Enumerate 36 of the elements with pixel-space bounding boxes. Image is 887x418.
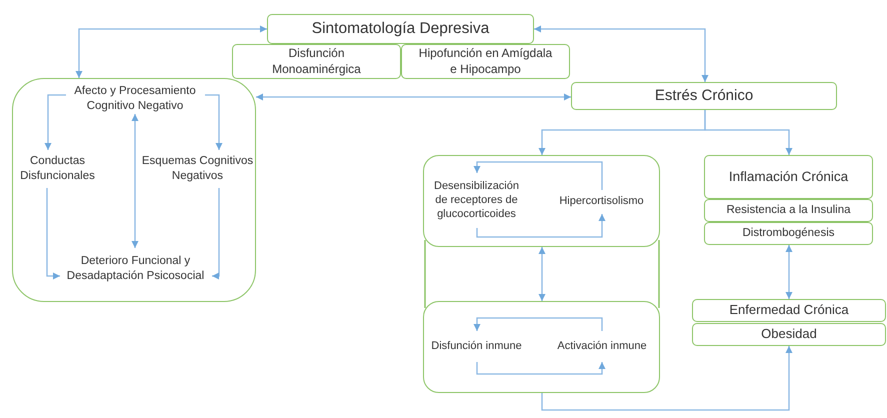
arrow xyxy=(541,346,792,411)
arrow xyxy=(205,94,222,150)
process-box: Estrés Crónico xyxy=(571,82,837,110)
node-text: Afecto y Procesamiento Cognitivo Negativo xyxy=(66,84,204,114)
arrow xyxy=(538,247,546,301)
arrow xyxy=(212,188,220,280)
group-box xyxy=(12,78,256,302)
arrow xyxy=(44,94,66,150)
process-box: Distrombogénesis xyxy=(704,222,873,245)
arrow xyxy=(786,245,792,299)
arrow xyxy=(132,114,138,248)
arrow xyxy=(474,161,603,190)
node-text: Esquemas Cognitivos Negativos xyxy=(140,150,256,188)
arrow xyxy=(704,110,792,155)
process-box: Enfermedad Crónica xyxy=(692,299,886,322)
process-box: Obesidad xyxy=(692,323,886,346)
node-text: Desensibilización de receptores de glucocorticoides xyxy=(428,172,526,228)
node-text: Activación inmune xyxy=(550,330,654,362)
node-text: Conductas Disfuncionales xyxy=(14,150,100,188)
arrow xyxy=(76,26,267,78)
group-box xyxy=(423,155,660,247)
process-box: Disfunción Monoaminérgica xyxy=(232,44,401,79)
arrow xyxy=(476,214,606,238)
arrow xyxy=(256,94,571,100)
node-text: Disfunción inmune xyxy=(424,330,528,362)
arrow xyxy=(474,317,603,331)
node-text: Deterioro Funcional y Desadaptación Psicosocial xyxy=(60,248,212,290)
node-text: Hipercortisolismo xyxy=(552,190,652,214)
process-box: Sintomatología Depresiva xyxy=(267,14,534,44)
process-box: Inflamación Crónica xyxy=(704,155,873,199)
arrow xyxy=(476,362,606,375)
arrow xyxy=(46,188,60,280)
process-box: Hipofunción en Amígdala e Hipocampo xyxy=(401,44,570,79)
group-box xyxy=(423,301,660,393)
process-box: Resistencia a la Insulina xyxy=(704,199,873,222)
arrow xyxy=(534,26,708,82)
